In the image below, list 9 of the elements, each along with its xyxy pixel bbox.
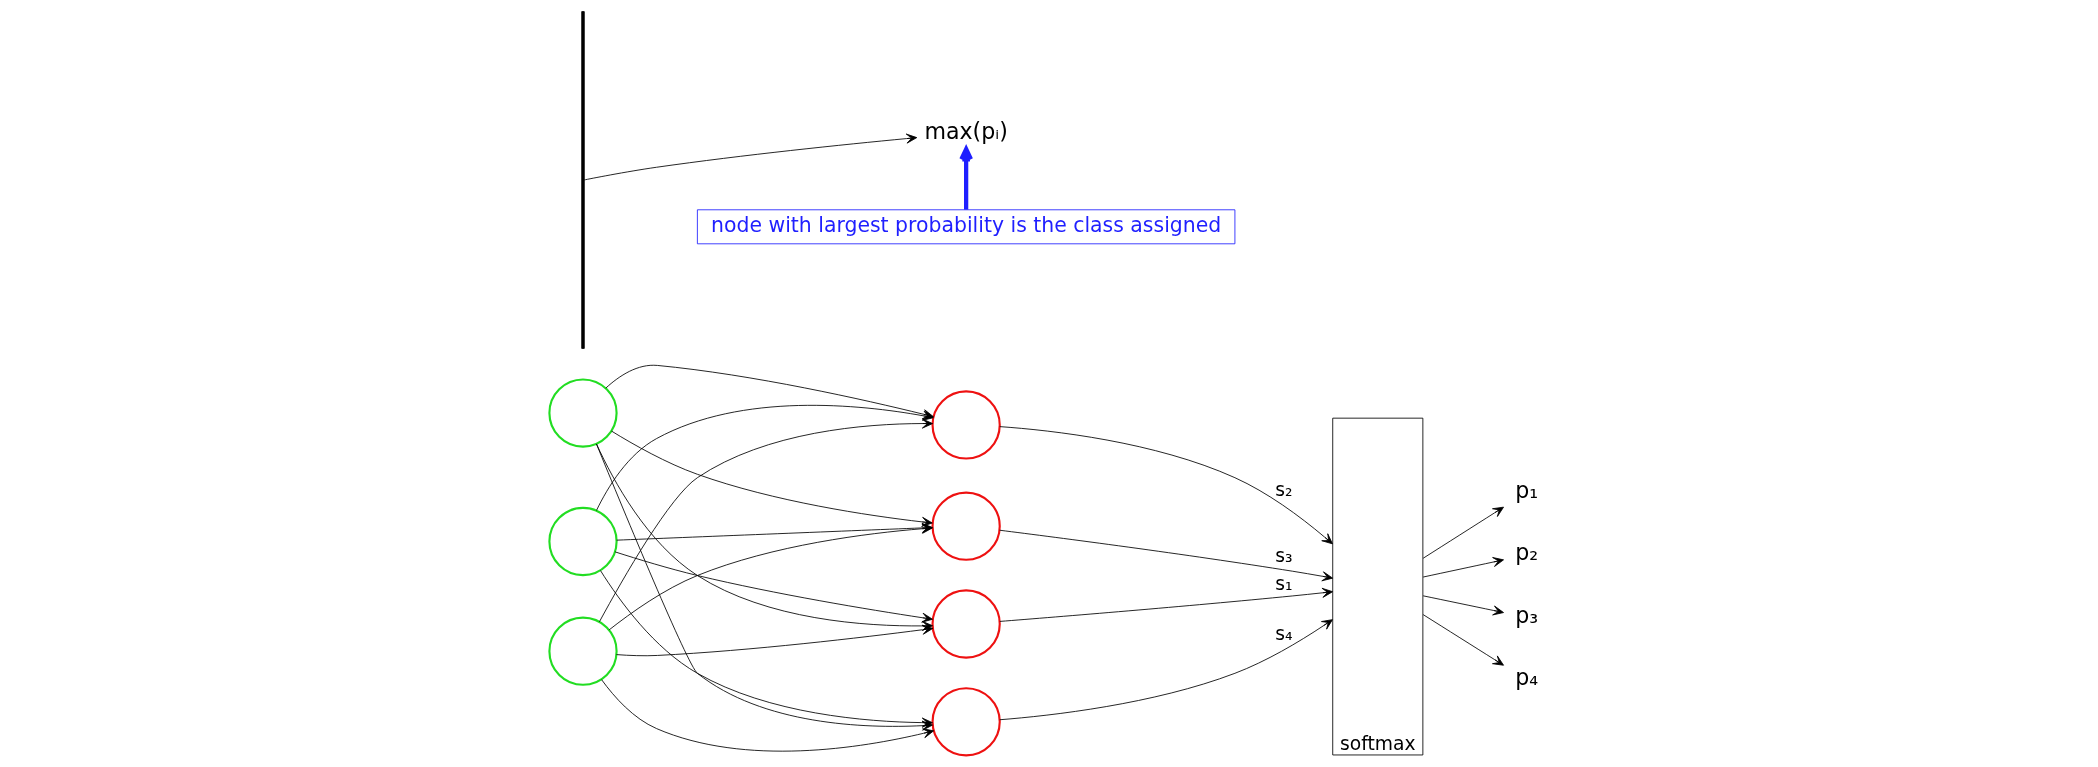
edge-label: s₃ — [1274, 545, 1292, 567]
node-text: p₃ — [1514, 601, 1538, 628]
node-text: max(pᵢ) — [923, 117, 1008, 144]
edge-label: s₄ — [1274, 622, 1292, 644]
node-text: p₂ — [1514, 539, 1538, 566]
edge-label: s₂ — [1274, 479, 1292, 501]
edge-label: s₁ — [1274, 573, 1292, 595]
node-text: p₄ — [1514, 663, 1538, 690]
node-text: p₁ — [1514, 477, 1538, 504]
